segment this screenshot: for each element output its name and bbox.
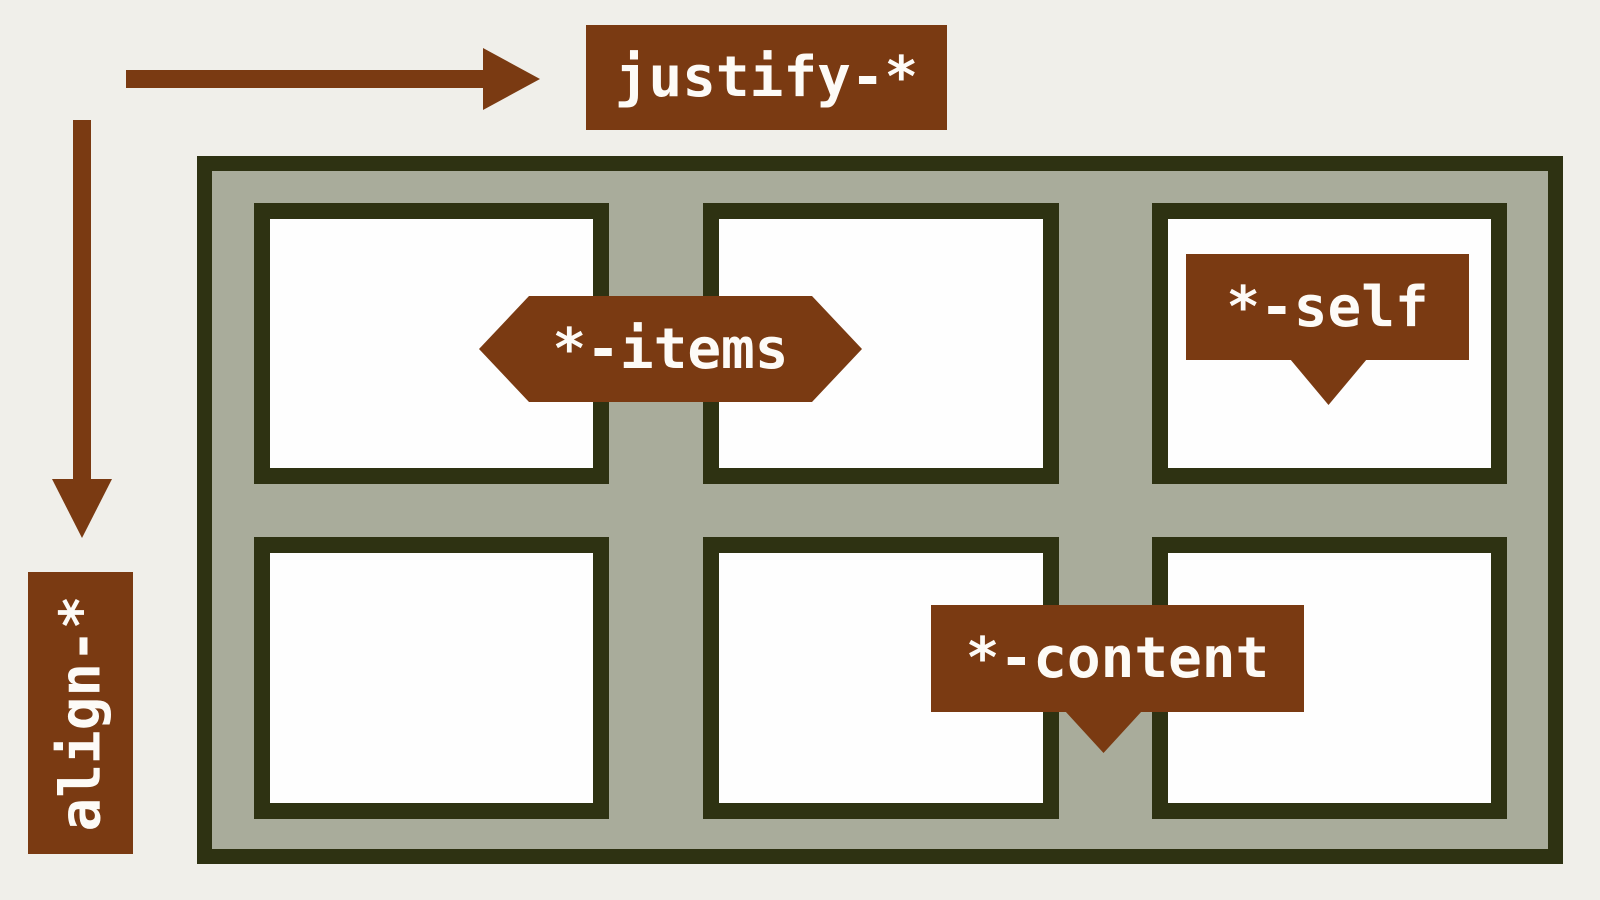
justify-axis-label: justify-*	[586, 25, 947, 130]
items-label: *-items	[479, 296, 862, 402]
self-label-text: *-self	[1226, 274, 1429, 340]
content-label-box: *-content	[931, 605, 1304, 712]
self-label-box: *-self	[1186, 254, 1469, 360]
justify-axis-label-text: justify-*	[614, 45, 919, 110]
align-axis-label: align-*	[28, 572, 133, 854]
down-arrow-head-icon	[52, 479, 112, 538]
right-arrow-icon	[126, 70, 483, 88]
content-label-pointer-icon	[1065, 711, 1142, 753]
self-label-pointer-icon	[1290, 359, 1367, 405]
align-axis-label-text: align-*	[48, 594, 114, 832]
content-label: *-content	[931, 605, 1304, 753]
down-arrow-icon	[73, 120, 91, 479]
self-label: *-self	[1186, 254, 1469, 405]
grid-cell	[254, 537, 609, 819]
items-label-text: *-items	[552, 316, 789, 382]
right-arrow-head-icon	[483, 48, 540, 110]
content-label-text: *-content	[965, 626, 1270, 691]
grid-cell	[703, 203, 1059, 484]
